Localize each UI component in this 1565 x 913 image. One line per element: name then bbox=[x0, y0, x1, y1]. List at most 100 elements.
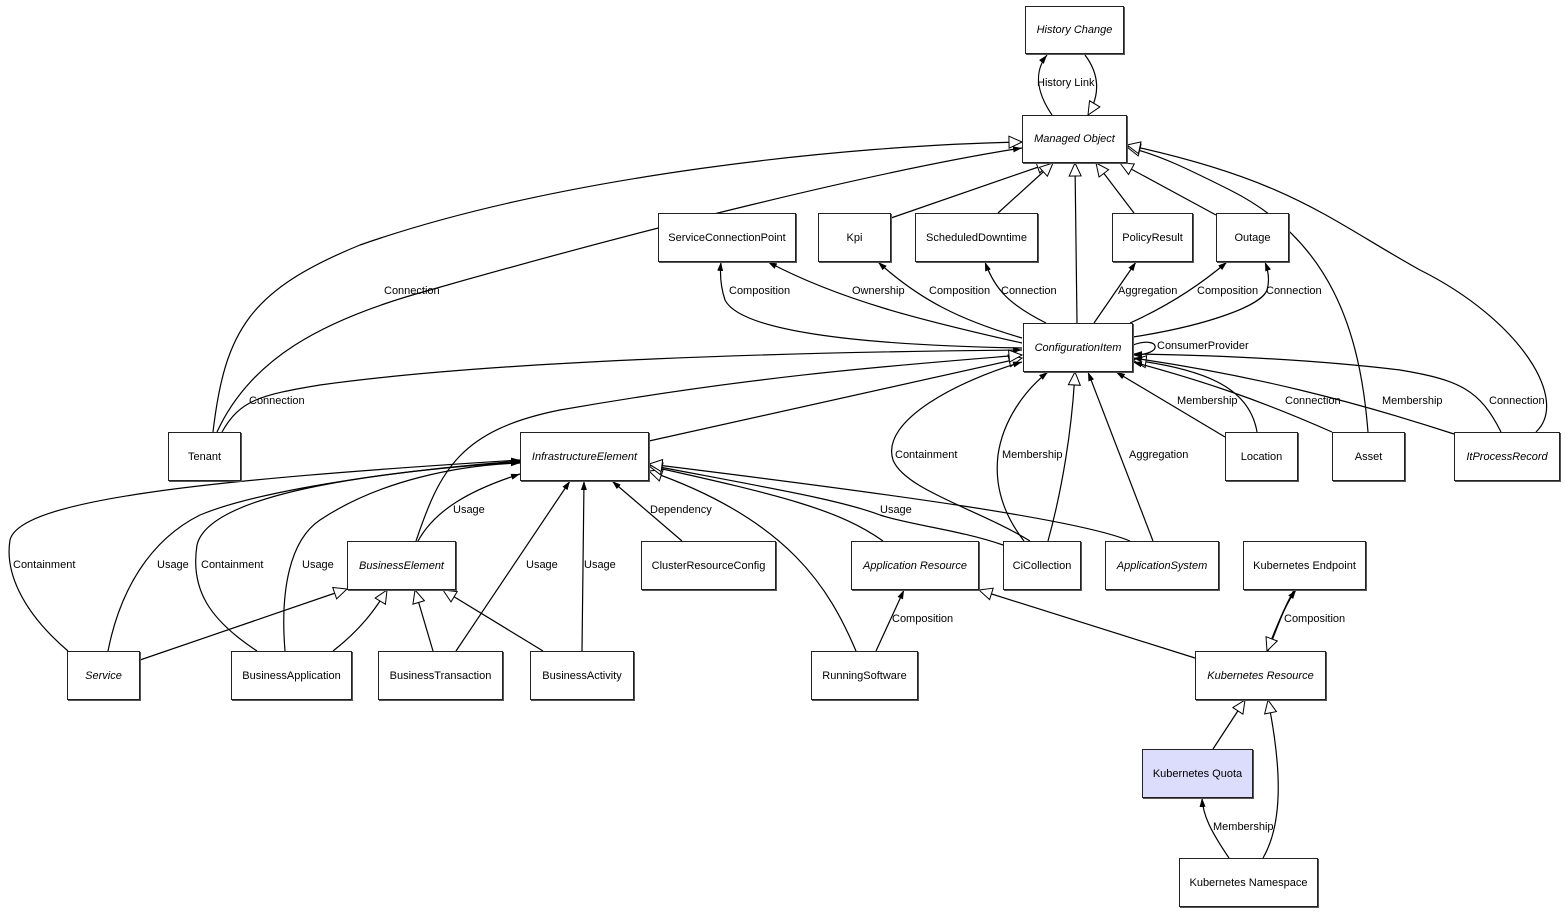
edge-label-location-membership: Membership bbox=[1177, 395, 1238, 407]
node-kubernetes-quota[interactable]: Kubernetes Quota bbox=[1142, 749, 1253, 798]
edge-label-tenant-connection-ci: Connection bbox=[249, 395, 305, 407]
node-label: Kubernetes Endpoint bbox=[1253, 559, 1356, 572]
node-label: ScheduledDowntime bbox=[926, 231, 1027, 244]
node-configuration-item[interactable]: ConfigurationItem bbox=[1023, 323, 1133, 372]
node-application-system[interactable]: ApplicationSystem bbox=[1105, 541, 1219, 590]
node-label: BusinessElement bbox=[359, 559, 444, 572]
node-application-resource[interactable]: Application Resource bbox=[851, 541, 979, 590]
node-label: ConfigurationItem bbox=[1034, 341, 1122, 354]
node-history-change[interactable]: History Change bbox=[1025, 6, 1124, 54]
node-outage[interactable]: Outage bbox=[1216, 213, 1289, 262]
node-label: Kubernetes Resource bbox=[1207, 669, 1314, 682]
node-label: PolicyResult bbox=[1122, 231, 1183, 244]
edge-be-ci bbox=[415, 349, 1024, 542]
edge-ci-pr-aggregation bbox=[1093, 261, 1137, 324]
edge-label-ba-usage: Usage bbox=[302, 559, 334, 571]
edge-label-itpr-connection: Connection bbox=[1489, 395, 1545, 407]
node-label: Kubernetes Namespace bbox=[1189, 876, 1308, 889]
edge-appsys-infra bbox=[647, 458, 1131, 542]
edge-kpi-mo bbox=[890, 161, 1052, 219]
node-kpi[interactable]: Kpi bbox=[818, 213, 891, 262]
edge-ci-scp-composition bbox=[717, 261, 1023, 349]
node-business-application[interactable]: BusinessApplication bbox=[231, 651, 352, 700]
node-kubernetes-resource[interactable]: Kubernetes Resource bbox=[1195, 651, 1326, 700]
edge-label-scp-composition: Composition bbox=[729, 285, 791, 297]
edge-rs-appres-composition bbox=[875, 589, 905, 652]
edge-label-outage-connection: Connection bbox=[1266, 285, 1322, 297]
node-business-transaction[interactable]: BusinessTransaction bbox=[378, 651, 503, 700]
edge-label-tenant-connection-mo: Connection bbox=[384, 285, 440, 297]
edge-cicoll-infra-usage bbox=[648, 463, 1004, 546]
edge-label-cicoll-usage: Usage bbox=[880, 504, 912, 516]
edge-pr-mo bbox=[1095, 162, 1135, 214]
edge-ba-infra-usage bbox=[283, 460, 521, 652]
node-label: Service bbox=[85, 669, 122, 682]
node-service-connection-point[interactable]: ServiceConnectionPoint bbox=[658, 213, 796, 262]
edge-cicoll-ci-containment bbox=[891, 361, 1031, 542]
edge-label-pr-aggregation: Aggregation bbox=[1118, 285, 1178, 297]
edge-be-infra-usage bbox=[417, 473, 521, 542]
node-it-process-record[interactable]: ItProcessRecord bbox=[1454, 432, 1560, 481]
edge-tenant-mo-inherit bbox=[212, 135, 1024, 433]
edge-ba-be bbox=[332, 588, 388, 652]
edge-label-history-link: History Link bbox=[1037, 77, 1095, 89]
edge-label-service-containment: Containment bbox=[13, 559, 76, 571]
edge-label-dependency: Dependency bbox=[650, 504, 712, 516]
edge-bt-be bbox=[412, 588, 434, 652]
edge-bact-infra-usage bbox=[580, 480, 587, 652]
node-location[interactable]: Location bbox=[1225, 432, 1298, 481]
edge-label-k8s-membership: Membership bbox=[1213, 821, 1274, 833]
edge-label-be-usage: Usage bbox=[453, 504, 485, 516]
node-asset[interactable]: Asset bbox=[1332, 432, 1405, 481]
node-business-element[interactable]: BusinessElement bbox=[347, 541, 456, 590]
node-cluster-resource-config[interactable]: ClusterResourceConfig bbox=[641, 541, 776, 590]
node-label: Asset bbox=[1354, 450, 1383, 463]
node-managed-object[interactable]: Managed Object bbox=[1022, 115, 1127, 163]
node-policy-result[interactable]: PolicyResult bbox=[1112, 213, 1193, 262]
node-label: Tenant bbox=[187, 450, 222, 463]
node-label: ClusterResourceConfig bbox=[651, 559, 766, 572]
edge-k8sres-appres bbox=[977, 587, 1196, 659]
edge-location-ci-inherit bbox=[1131, 355, 1258, 433]
edge-outage-mo bbox=[1118, 162, 1217, 216]
node-label: BusinessApplication bbox=[242, 669, 341, 682]
edge-infra-ci bbox=[648, 354, 1024, 442]
node-service[interactable]: Service bbox=[67, 651, 140, 700]
edge-label-service-usage: Usage bbox=[157, 559, 189, 571]
edge-bt-infra-usage bbox=[455, 480, 571, 652]
edge-ci-sd-connection bbox=[984, 261, 1047, 324]
edge-consumer-provider bbox=[1132, 341, 1156, 358]
node-label: Application Resource bbox=[863, 559, 967, 572]
node-label: ApplicationSystem bbox=[1116, 559, 1208, 572]
edge-itpr-ci-membership bbox=[1132, 356, 1455, 435]
edge-service-infra-containment bbox=[8, 457, 521, 652]
edge-ci-outage-composition bbox=[1129, 261, 1228, 324]
edge-label-scp-ownership: Ownership bbox=[852, 285, 905, 297]
node-label: InfrastructureElement bbox=[531, 450, 638, 463]
edge-namespace-k8sres bbox=[1262, 698, 1279, 859]
edge-rs-infra bbox=[647, 469, 857, 652]
edge-appres-infra bbox=[647, 462, 884, 542]
node-kubernetes-namespace[interactable]: Kubernetes Namespace bbox=[1179, 858, 1318, 907]
node-tenant[interactable]: Tenant bbox=[168, 432, 241, 481]
node-label: Kubernetes Quota bbox=[1152, 767, 1243, 780]
node-kubernetes-endpoint[interactable]: Kubernetes Endpoint bbox=[1243, 541, 1366, 590]
edge-itpr-ci-connection bbox=[1132, 351, 1502, 433]
node-infrastructure-element[interactable]: InfrastructureElement bbox=[520, 432, 649, 481]
edge-namespace-quota-membership bbox=[1199, 797, 1230, 859]
node-label: ItProcessRecord bbox=[1466, 450, 1548, 463]
edge-endpoint-k8sres bbox=[1265, 589, 1295, 653]
edge-ci-mo bbox=[1068, 161, 1082, 324]
node-running-software[interactable]: RunningSoftware bbox=[811, 651, 918, 700]
edge-label-k8s-composition: Composition bbox=[1284, 613, 1346, 625]
edge-sd-mo bbox=[997, 162, 1054, 214]
node-ci-collection[interactable]: CiCollection bbox=[1003, 541, 1081, 590]
node-scheduled-downtime[interactable]: ScheduledDowntime bbox=[915, 213, 1038, 262]
edge-ci-outage-connection bbox=[1132, 261, 1271, 338]
edge-itpr-mo bbox=[1125, 141, 1548, 433]
node-business-activity[interactable]: BusinessActivity bbox=[530, 651, 634, 700]
edge-label-asset-connection: Connection bbox=[1285, 395, 1341, 407]
edge-cicoll-ci-membership bbox=[996, 371, 1049, 542]
